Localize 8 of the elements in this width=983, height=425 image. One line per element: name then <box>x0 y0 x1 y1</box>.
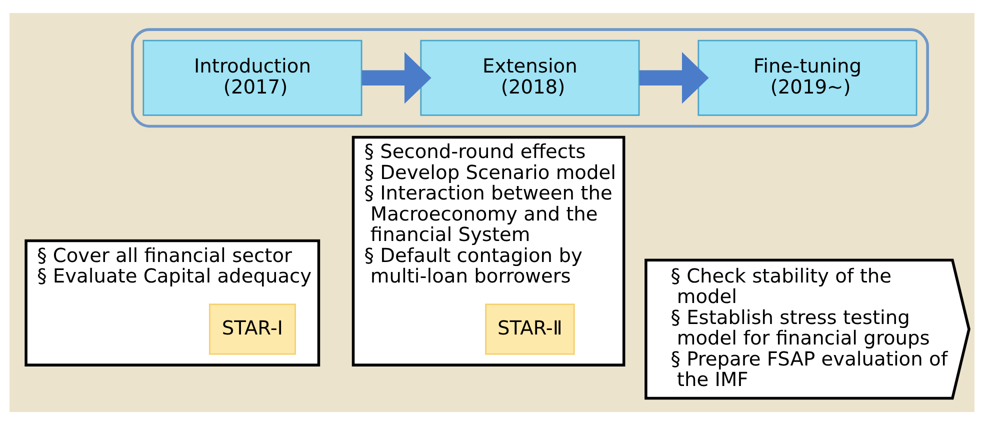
node-box: Introduction (2017) <box>142 40 362 116</box>
node-box: Fine-tuning (2019~) <box>697 40 917 116</box>
node-box: Extension (2018) <box>420 40 640 116</box>
node-box: STAR-Ⅰ <box>208 304 296 355</box>
cluster <box>130 28 928 128</box>
arrow <box>361 52 431 104</box>
node-box: STAR-Ⅱ <box>484 304 574 355</box>
arrow <box>638 52 708 104</box>
